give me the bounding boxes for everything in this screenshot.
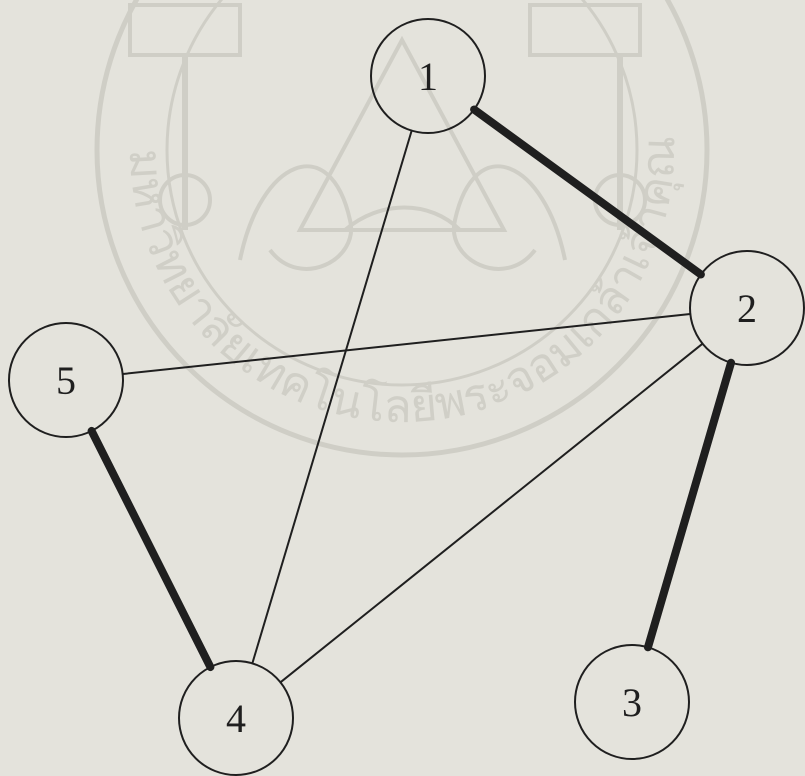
edge-5-4 xyxy=(92,431,211,667)
edge-2-3 xyxy=(648,363,731,648)
node-1: 1 xyxy=(371,19,485,133)
node-5-label: 5 xyxy=(56,358,76,403)
node-5: 5 xyxy=(9,323,123,437)
node-2-label: 2 xyxy=(737,286,757,331)
node-2: 2 xyxy=(690,251,804,365)
node-3: 3 xyxy=(575,645,689,759)
node-1-label: 1 xyxy=(418,54,438,99)
node-4: 4 xyxy=(179,661,293,775)
node-4-label: 4 xyxy=(226,696,246,741)
node-3-label: 3 xyxy=(622,680,642,725)
seal-watermark: มหาวิทยาลัยเทคโนโลยีพระจอมเกล้าเจ้าคุณทห… xyxy=(0,0,707,455)
